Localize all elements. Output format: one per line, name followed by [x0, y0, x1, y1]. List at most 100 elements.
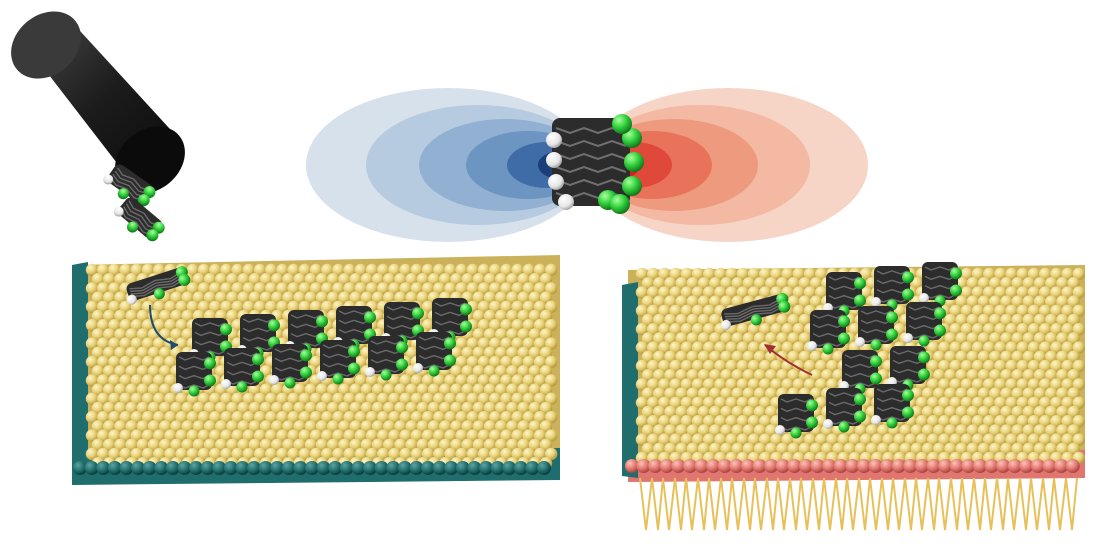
teal-bead — [154, 461, 169, 475]
gold-bead — [792, 378, 805, 391]
teal-bead — [525, 461, 540, 475]
molecule-ridge — [322, 372, 354, 377]
gold-bead — [517, 365, 530, 378]
gold-bead — [242, 263, 255, 277]
gold-bead — [327, 420, 340, 433]
teal-bead — [502, 461, 517, 475]
gold-bead — [871, 433, 884, 446]
gold-bead — [287, 429, 300, 442]
gold-bead — [265, 411, 278, 424]
gold-bead — [304, 420, 317, 433]
gold-bead — [377, 429, 390, 442]
gold-bead — [192, 291, 205, 304]
molecule-ridge — [418, 336, 450, 341]
gold-bead — [653, 387, 666, 400]
gold-bead — [327, 401, 340, 415]
gold-bead — [332, 263, 345, 277]
gold-bead — [1045, 350, 1058, 363]
gold-bead — [691, 267, 705, 281]
gold-bead — [691, 415, 705, 428]
molecule-ridge — [322, 353, 354, 359]
teal-bead — [73, 461, 87, 475]
molecule-ridge — [194, 331, 226, 337]
gold-bead — [1045, 313, 1058, 327]
green-atom — [252, 353, 264, 366]
gold-bead — [338, 273, 351, 286]
gold-bead — [271, 401, 284, 415]
gold-bead — [433, 263, 446, 277]
gold-bead — [147, 420, 161, 433]
gold-bead — [203, 438, 217, 451]
gold-bead — [765, 387, 778, 400]
gold-bead — [332, 429, 345, 442]
gold-bead — [1000, 350, 1013, 363]
gold-bead — [753, 405, 767, 419]
gold-bead — [394, 420, 407, 433]
molecule — [839, 350, 882, 395]
gold-bead — [506, 346, 519, 359]
gold-bead — [220, 447, 233, 461]
gold-bead — [781, 323, 794, 336]
gold-bead — [511, 355, 524, 369]
gold-bead — [327, 383, 340, 396]
gold-bead — [1056, 405, 1069, 419]
gold-bead — [327, 291, 340, 304]
gold-bead — [141, 263, 155, 277]
gold-bead — [720, 277, 733, 290]
molecule — [317, 340, 360, 385]
teal-bead — [235, 461, 250, 475]
gold-bead — [242, 429, 255, 442]
gold-bead — [192, 401, 205, 415]
gold-bead — [848, 433, 861, 446]
gold-bead — [130, 392, 143, 405]
gold-bead — [450, 438, 463, 451]
molecule-ridge — [131, 279, 184, 298]
gold-bead — [85, 429, 99, 442]
gold-bead — [377, 411, 390, 424]
gold-bead — [489, 300, 502, 313]
gold-bead — [461, 383, 474, 396]
gold-bead — [1005, 323, 1018, 336]
green-atom — [902, 406, 914, 419]
green-atom — [412, 307, 424, 320]
green-atom — [444, 337, 456, 350]
gold-bead — [680, 323, 693, 336]
gold-bead — [85, 392, 99, 405]
gold-bead — [399, 263, 412, 277]
molecule-ridge — [780, 407, 812, 413]
gold-bead — [203, 420, 217, 433]
gold-bead — [1022, 424, 1035, 437]
gold-bead — [97, 319, 110, 332]
gold-bead — [483, 346, 497, 359]
molecule-core — [810, 310, 846, 348]
gold-bead — [977, 313, 991, 327]
green-atom — [316, 315, 328, 328]
gold-bead — [500, 300, 513, 313]
gold-bead — [383, 401, 396, 415]
gold-bead — [714, 378, 727, 391]
gold-bead — [108, 429, 121, 442]
gold-bead — [966, 277, 979, 290]
gold-bead — [921, 442, 935, 455]
gold-bead — [787, 369, 800, 382]
gold-bead — [466, 337, 479, 350]
gold-bead — [237, 401, 250, 415]
gold-bead — [477, 392, 491, 405]
gold-bead — [888, 442, 901, 455]
gold-bead — [511, 392, 524, 405]
gold-bead — [545, 300, 558, 313]
gold-bead — [944, 313, 957, 327]
gold-bead — [989, 405, 1002, 419]
gold-bead — [944, 442, 957, 455]
gold-bead — [506, 309, 519, 323]
green-atom — [918, 335, 930, 347]
gold-bead — [489, 374, 502, 387]
gold-bead — [960, 433, 973, 446]
gold-bead — [164, 411, 177, 424]
teal-bead — [270, 461, 285, 475]
white-atom — [919, 293, 929, 303]
gold-bead — [97, 429, 110, 442]
gold-bead — [103, 346, 116, 359]
gold-bead — [983, 286, 996, 299]
gold-bead — [720, 369, 733, 382]
